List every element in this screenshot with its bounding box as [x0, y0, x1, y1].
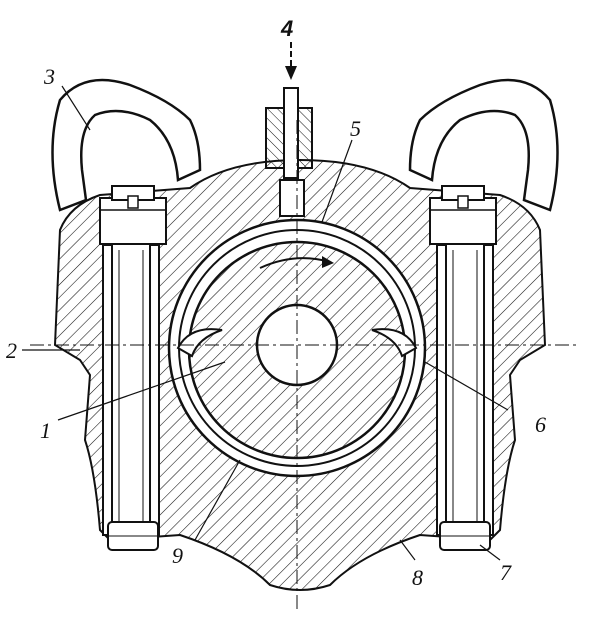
lifting-handle-right: [408, 78, 559, 212]
callout-4: 4: [280, 16, 293, 41]
oil-inlet-fitting: [265, 87, 313, 217]
lifting-handle-left: [51, 78, 202, 212]
callout-6: 6: [535, 412, 546, 437]
oil-pocket-left: [176, 328, 223, 358]
callout-3: 3: [43, 64, 55, 89]
oil-pocket-right: [371, 328, 418, 358]
callout-9: 9: [172, 543, 183, 568]
bolt-left: [107, 234, 159, 551]
nut-right: [429, 185, 497, 245]
center-lines: [30, 120, 580, 610]
bolt-right: [439, 234, 491, 551]
callout-7: 7: [500, 560, 512, 585]
oil-flow-arrow: [285, 42, 297, 80]
rotation-arrow: [259, 256, 334, 269]
callout-1: 1: [40, 418, 51, 443]
callout-5: 5: [350, 116, 361, 141]
callout-2: 2: [6, 338, 17, 363]
callout-8: 8: [412, 565, 423, 590]
nut-left: [99, 185, 167, 245]
leader-lines: [22, 85, 509, 561]
